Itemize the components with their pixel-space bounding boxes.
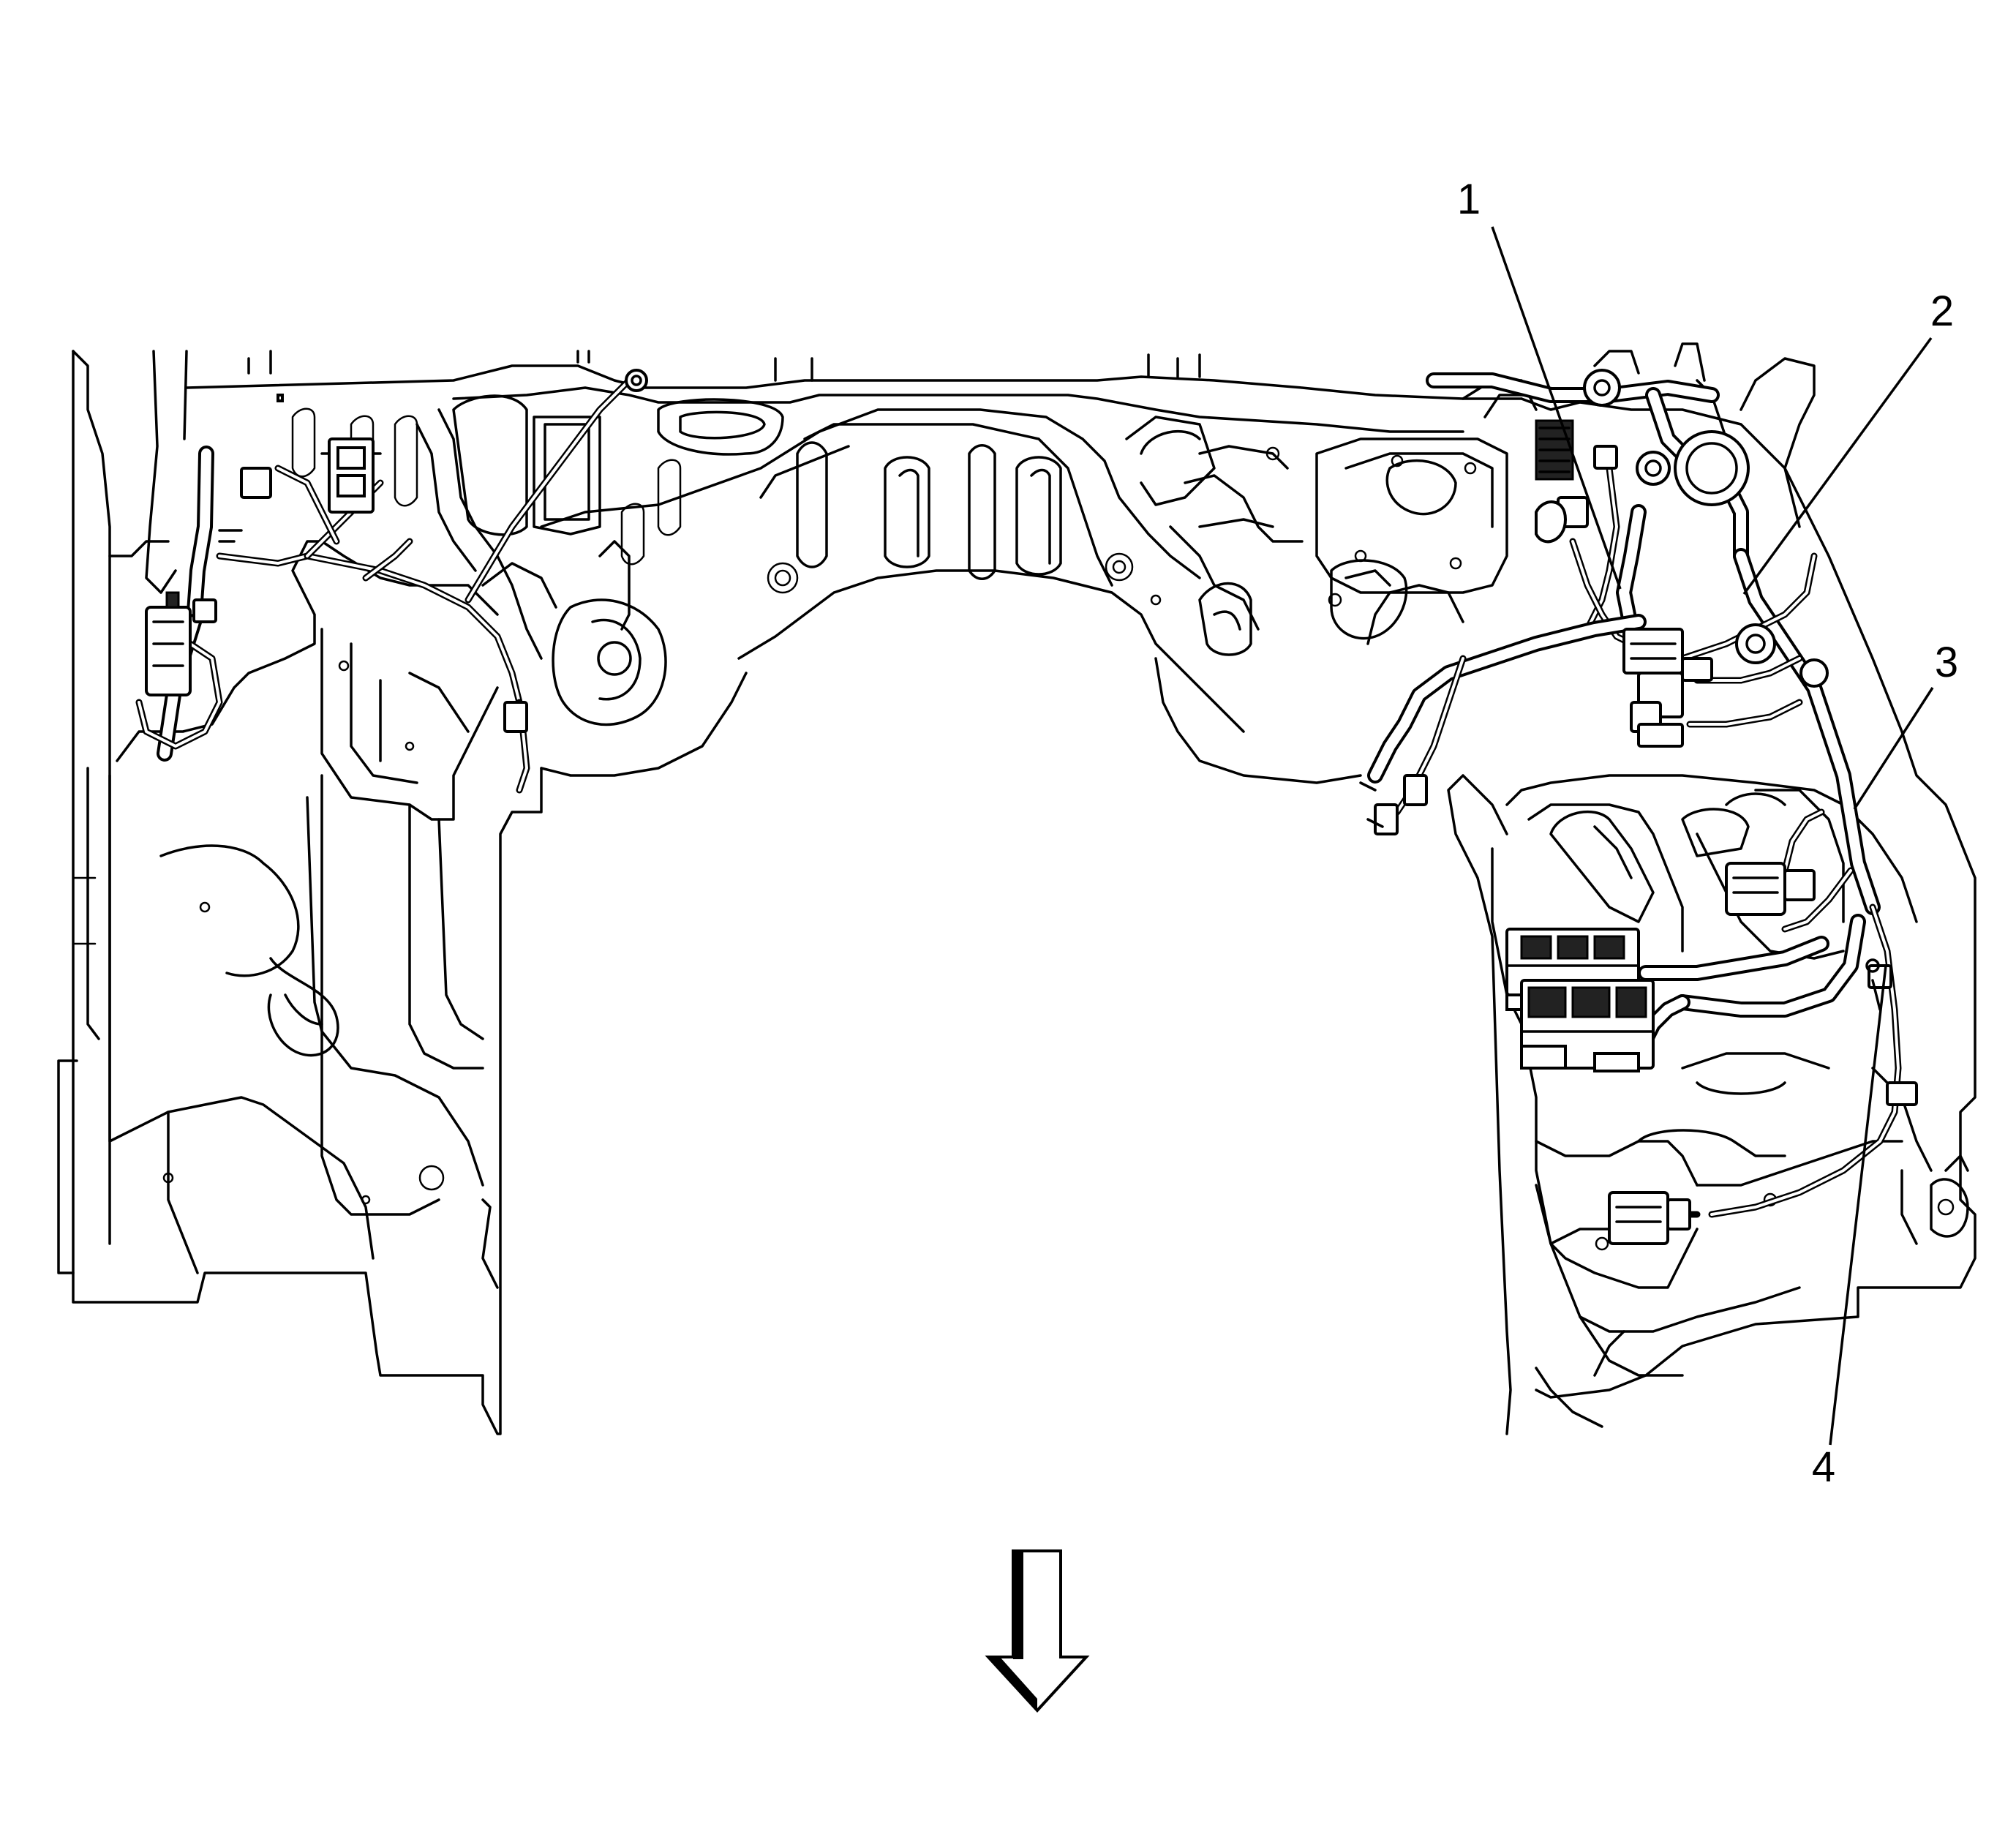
callout-3: 3 [1853, 639, 1958, 810]
front-direction-arrow-icon [985, 1549, 1090, 1713]
callout-1-label: 1 [1457, 176, 1481, 223]
wiring-harness-right [1367, 372, 1902, 1218]
wiring-harness-left [135, 377, 633, 794]
right-connectors [1359, 369, 1918, 1245]
callout-4: 4 [1812, 965, 1887, 1491]
callout-2: 2 [1742, 288, 1954, 595]
right-floor-panel [1447, 774, 1969, 1435]
callout-2-label: 2 [1930, 288, 1954, 335]
module-lower [1520, 979, 1655, 1072]
callout-4-label: 4 [1812, 1443, 1835, 1491]
left-floor-panel [57, 350, 543, 1435]
callout-1: 1 [1457, 176, 1622, 590]
left-connectors [108, 369, 648, 733]
callout-3-label: 3 [1935, 639, 1958, 686]
